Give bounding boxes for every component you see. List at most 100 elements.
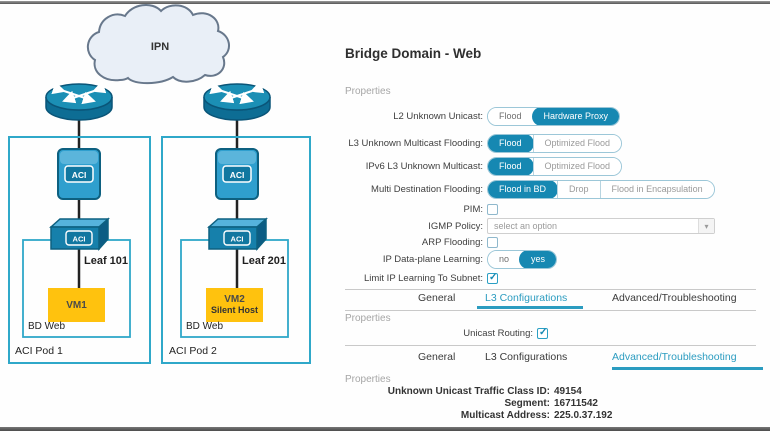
active-tab-underline-2 [612, 367, 763, 370]
arp-flooding-row: ARP Flooding: [345, 237, 760, 248]
leaf2-aci-badge: ACI [231, 235, 244, 244]
multi-destination-flooding-toggle: Flood in BD Drop Flood in Encapsulation [487, 180, 715, 199]
mdf-option-drop[interactable]: Drop [557, 181, 600, 198]
pim-label: PIM: [463, 204, 483, 215]
segment-label: Segment: [504, 398, 550, 409]
mdf-option-flood-in-bd[interactable]: Flood in BD [487, 181, 559, 198]
ipn-cloud-icon [87, 4, 230, 85]
ipv6-l3-unknown-multicast-row: IPv6 L3 Unknown Multicast: Flood Optimiz… [345, 157, 760, 176]
ipdl-option-yes[interactable]: yes [519, 251, 557, 268]
info-row-segment: Segment: 16711542 [345, 398, 757, 409]
ipdl-option-no[interactable]: no [488, 251, 521, 268]
mdf-option-flood-in-encapsulation[interactable]: Flood in Encapsulation [599, 181, 714, 198]
top-border-rule [0, 1, 770, 4]
properties-heading-2: Properties [345, 313, 391, 324]
vm2-label: VM2 Silent Host [206, 288, 263, 322]
l3-option-flood[interactable]: Flood [488, 135, 534, 152]
leaf1-label: Leaf 101 [84, 255, 129, 267]
pod1-box [8, 136, 151, 364]
ipn-router-1-icon [45, 80, 113, 121]
info-row-class-id: Unknown Unicast Traffic Class ID: 49154 [345, 386, 757, 397]
l2-option-flood[interactable]: Flood [488, 108, 533, 125]
tab-bar-2: General L3 Configurations Advanced/Troub… [345, 351, 757, 367]
l2-unknown-unicast-row: L2 Unknown Unicast: Flood Hardware Proxy [345, 107, 760, 126]
pim-checkbox[interactable] [487, 204, 498, 215]
l3-unknown-multicast-row: L3 Unknown Multicast Flooding: Flood Opt… [345, 134, 760, 153]
tab-general-2[interactable]: General [418, 351, 456, 363]
class-id-label: Unknown Unicast Traffic Class ID: [387, 386, 550, 397]
vm1-name: VM1 [66, 299, 87, 311]
pod2-bd-label: BD Web [186, 321, 224, 332]
igmp-policy-label: IGMP Policy: [428, 220, 483, 232]
ip-data-plane-learning-row: IP Data-plane Learning: no yes [345, 250, 760, 269]
multicast-address-label: Multicast Address: [460, 410, 550, 421]
divider [345, 310, 756, 311]
pod2-label: ACI Pod 2 [169, 345, 217, 357]
l2-option-hardware-proxy[interactable]: Hardware Proxy [531, 108, 620, 125]
ipv6-l3-unknown-multicast-label: IPv6 L3 Unknown Multicast: [365, 161, 483, 172]
pod1-spine-switch-icon: ACI [57, 148, 101, 200]
vm2-host-box [206, 288, 263, 322]
limit-ip-learning-checkbox[interactable] [487, 272, 498, 284]
ipn-router-2-icon [203, 80, 271, 121]
troubleshooting-info: Unknown Unicast Traffic Class ID: 49154 … [345, 386, 757, 422]
vm1-host-box [48, 288, 105, 322]
ipv6-option-optimized-flood[interactable]: Optimized Flood [532, 158, 622, 175]
segment-value: 16711542 [554, 398, 598, 409]
ip-data-plane-learning-label: IP Data-plane Learning: [382, 254, 483, 265]
chevron-down-icon[interactable]: ▾ [698, 219, 714, 233]
pod1-bd-label: BD Web [28, 321, 66, 332]
multi-destination-flooding-row: Multi Destination Flooding: Flood in BD … [345, 180, 760, 199]
vm1-label: VM1 [48, 288, 105, 322]
active-tab-underline-1 [477, 306, 583, 309]
leaf1-aci-badge: ACI [73, 235, 86, 244]
unicast-routing-row: Unicast Routing: [345, 327, 548, 339]
pod1-leaf-switch-icon: ACI [49, 217, 110, 251]
l3-unknown-multicast-label: L3 Unknown Multicast Flooding: [348, 138, 483, 149]
tab-l3-configurations-2[interactable]: L3 Configurations [485, 351, 568, 363]
arp-flooding-label: ARP Flooding: [421, 237, 483, 248]
leaf2-label: Leaf 201 [242, 255, 287, 267]
pim-row: PIM: [345, 204, 760, 215]
vm2-silent-host-label: Silent Host [210, 305, 258, 315]
tab-advanced-troubleshooting-1[interactable]: Advanced/Troubleshooting [612, 292, 737, 304]
l2-unknown-unicast-label: L2 Unknown Unicast: [393, 111, 483, 122]
ipv6-option-flood[interactable]: Flood [488, 158, 534, 175]
unicast-routing-label: Unicast Routing: [463, 328, 533, 339]
unicast-routing-checkbox[interactable] [537, 327, 548, 339]
page-title: Bridge Domain - Web [345, 46, 482, 61]
tab-l3-configurations-1[interactable]: L3 Configurations [485, 292, 568, 304]
aci-topology-diagram: ACI ACI ACI ACI [0, 0, 340, 440]
topology-svg: ACI ACI ACI ACI [8, 4, 311, 364]
divider [345, 345, 756, 346]
info-row-multicast-address: Multicast Address: 225.0.37.192 [345, 410, 757, 421]
bottom-border-rule [0, 427, 770, 431]
l3-unknown-multicast-toggle: Flood Optimized Flood [487, 134, 623, 153]
limit-ip-learning-label: Limit IP Learning To Subnet: [363, 273, 483, 284]
ip-data-plane-learning-toggle: no yes [487, 250, 558, 269]
limit-ip-learning-row: Limit IP Learning To Subnet: [345, 272, 760, 284]
spine1-aci-badge: ACI [72, 170, 87, 180]
igmp-policy-selected-value: select an option [494, 221, 558, 231]
tab-general-1[interactable]: General [418, 292, 456, 304]
tab-bar-1: General L3 Configurations Advanced/Troub… [345, 292, 757, 308]
pod2-spine-switch-icon: ACI [215, 148, 259, 200]
arp-flooding-checkbox[interactable] [487, 237, 498, 248]
multicast-address-value: 225.0.37.192 [554, 410, 613, 421]
bridge-domain-panel: Bridge Domain - Web Properties L2 Unknow… [345, 0, 763, 440]
properties-heading-3: Properties [345, 374, 391, 385]
tab-advanced-troubleshooting-2[interactable]: Advanced/Troubleshooting [612, 351, 737, 363]
l3-option-optimized-flood[interactable]: Optimized Flood [532, 135, 622, 152]
multi-destination-flooding-label: Multi Destination Flooding: [371, 184, 483, 195]
pod2-leaf-switch-icon: ACI [207, 217, 268, 251]
igmp-policy-select[interactable]: select an option ▾ [487, 218, 715, 234]
pod1-label: ACI Pod 1 [15, 345, 63, 357]
igmp-policy-row: IGMP Policy: select an option ▾ [345, 218, 760, 234]
ipn-cloud-label: IPN [150, 41, 170, 53]
pod2-box [161, 136, 311, 364]
vm2-name: VM2 [224, 294, 245, 305]
divider [345, 289, 756, 290]
l2-unknown-unicast-toggle: Flood Hardware Proxy [487, 107, 621, 126]
spine2-aci-badge: ACI [230, 170, 245, 180]
